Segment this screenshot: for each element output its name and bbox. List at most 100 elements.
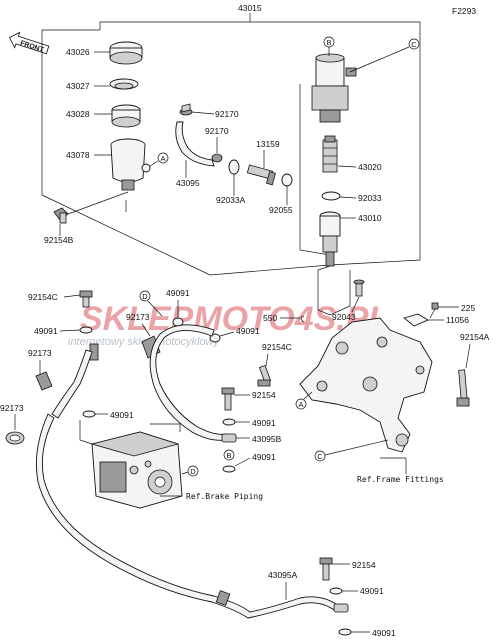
abs-bracket xyxy=(79,420,93,445)
label-43028: 43028 xyxy=(66,109,90,119)
label-49091-f: 49091 xyxy=(252,452,276,462)
reservoir-tank xyxy=(110,138,151,191)
label-92154A: 92154A xyxy=(460,332,490,342)
label-225: 225 xyxy=(461,303,475,313)
footrest-bracket xyxy=(299,317,433,453)
svg-text:B: B xyxy=(326,38,331,47)
bolt-92154-mid xyxy=(221,387,235,411)
label-92033A: 92033A xyxy=(216,195,246,205)
label-43015: 43015 xyxy=(238,3,262,13)
label-43020: 43020 xyxy=(358,162,382,172)
label-92154-mid: 92154 xyxy=(252,390,276,400)
label-92170-a: 92170 xyxy=(215,109,239,119)
ring-92033 xyxy=(321,191,341,201)
watermark: SKLEPMOTO4S.PL xyxy=(80,300,389,338)
callout-b-bottom xyxy=(223,449,235,461)
label-43078: 43078 xyxy=(66,150,90,160)
label-92033: 92033 xyxy=(358,193,382,203)
piston-43020 xyxy=(322,135,338,173)
reservoir-cap xyxy=(109,41,143,65)
hose-left-upper xyxy=(51,349,93,419)
figure-id: F2293 xyxy=(452,6,476,16)
label-43095B: 43095B xyxy=(252,434,282,444)
assembly-outline-left xyxy=(41,29,100,195)
label-92154-lower: 92154 xyxy=(352,560,376,570)
clamp-92173-c xyxy=(5,431,25,445)
label-92173-c: 92173 xyxy=(0,403,24,413)
svg-text:B: B xyxy=(226,451,231,460)
bolt-92154a xyxy=(456,369,470,407)
label-43095: 43095 xyxy=(176,178,200,188)
washer-49091-f xyxy=(222,465,236,473)
clamp-92170-top xyxy=(179,103,193,116)
fitting-43095b xyxy=(221,433,237,443)
washer-49091-e xyxy=(222,418,236,426)
hose-clip-lower xyxy=(215,590,231,606)
rod-guide xyxy=(317,265,351,316)
label-43026: 43026 xyxy=(66,47,90,57)
fitting-13159 xyxy=(246,164,276,186)
bolt-92154b xyxy=(53,207,69,224)
callout-d-bottom xyxy=(187,465,199,477)
label-43027: 43027 xyxy=(66,81,90,91)
washer-49091-b xyxy=(82,410,96,418)
label-92154C-left: 92154C xyxy=(28,292,58,302)
label-43095A: 43095A xyxy=(268,570,298,580)
svg-text:C: C xyxy=(411,40,417,49)
washer-49091-g xyxy=(329,587,343,595)
assembly-bracket xyxy=(99,21,421,30)
label-49091-e: 49091 xyxy=(252,418,276,428)
label-49091-g: 49091 xyxy=(360,586,384,596)
label-92173-b: 92173 xyxy=(126,312,150,322)
banjo-bolt-92154c-mid xyxy=(257,364,272,387)
label-13159: 13159 xyxy=(256,139,280,149)
svg-text:C: C xyxy=(317,452,323,461)
label-550: 550 xyxy=(263,313,277,323)
pushrod-43010 xyxy=(319,211,341,267)
label-92154C-mid: 92154C xyxy=(262,342,292,352)
hose-43095a xyxy=(35,413,337,619)
label-92173-a: 92173 xyxy=(28,348,52,358)
reservoir-plate xyxy=(109,78,139,90)
label-92055: 92055 xyxy=(269,205,293,215)
clamp-92173-b xyxy=(35,371,53,391)
callout-a-top xyxy=(157,152,169,164)
label-49091-b: 49091 xyxy=(110,410,134,420)
hose-end-fitting xyxy=(333,603,349,613)
callout-a-bottom xyxy=(295,398,307,410)
ref-brake-label: Ref.Brake Piping xyxy=(186,492,263,501)
oring-92055 xyxy=(281,173,293,187)
oring-92033a xyxy=(228,159,240,175)
callout-c-bottom xyxy=(314,450,326,462)
svg-text:A: A xyxy=(298,400,303,409)
banjo-bolt-92154c-left xyxy=(79,290,93,308)
pin-92043 xyxy=(353,279,365,297)
ref-frame-label: Ref.Frame Fittings xyxy=(357,475,444,484)
label-49091-a: 49091 xyxy=(34,326,58,336)
clip-550 xyxy=(300,315,305,323)
cylinder-bracket xyxy=(299,84,331,256)
svg-text:A: A xyxy=(160,154,165,163)
label-92170-b: 92170 xyxy=(205,126,229,136)
label-49091-c: 49091 xyxy=(166,288,190,298)
assembly-outline xyxy=(41,30,421,276)
label-49091-h: 49091 xyxy=(372,628,396,638)
bracket-11056 xyxy=(403,313,429,327)
front-arrow-icon: FRONT xyxy=(8,31,50,55)
callout-d-top xyxy=(139,290,151,302)
label-11056: 11056 xyxy=(446,315,469,325)
reservoir-diaphragm xyxy=(111,104,141,128)
abs-unit xyxy=(90,431,183,509)
master-cylinder-body xyxy=(311,53,357,123)
label-49091-d: 49091 xyxy=(236,326,260,336)
svg-text:D: D xyxy=(190,467,196,476)
callout-c-top xyxy=(408,38,420,50)
bolt-92154-lower xyxy=(319,557,333,581)
label-43010: 43010 xyxy=(358,213,382,223)
washer-49091-d xyxy=(209,333,221,343)
washer-49091-h xyxy=(338,628,352,636)
washer-49091-a xyxy=(79,326,93,334)
label-92043: 92043 xyxy=(332,312,356,322)
